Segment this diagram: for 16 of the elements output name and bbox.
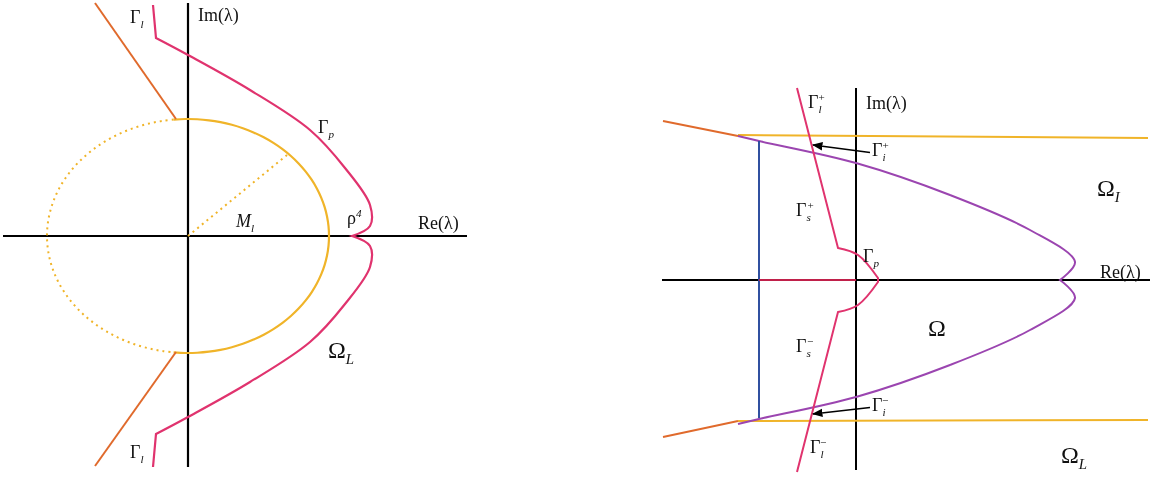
leader-arrow: [811, 142, 871, 154]
math-label: Γ$_{l}$: [130, 443, 144, 465]
math-label: Ω: [928, 316, 946, 340]
math-label: M$_{l}$: [236, 212, 255, 234]
math-label: Im(λ): [198, 6, 239, 24]
math-label: Ω$_{L}$: [1061, 443, 1088, 472]
math-label: Re(λ): [418, 214, 459, 232]
math-label: Ω$_{L}$: [328, 338, 355, 367]
math-label: ρ$^{4}$: [347, 208, 362, 227]
math-label: Γ$_{l}$: [130, 8, 144, 30]
math-label: Im(λ): [866, 94, 907, 112]
math-label: Ω$_{I}$: [1097, 176, 1120, 205]
math-label: Γ$_{p}$: [863, 247, 879, 269]
math-label: Γ$_{p}$: [318, 118, 334, 140]
leader-arrow: [811, 406, 871, 418]
math-label: Re(λ): [1100, 263, 1141, 281]
